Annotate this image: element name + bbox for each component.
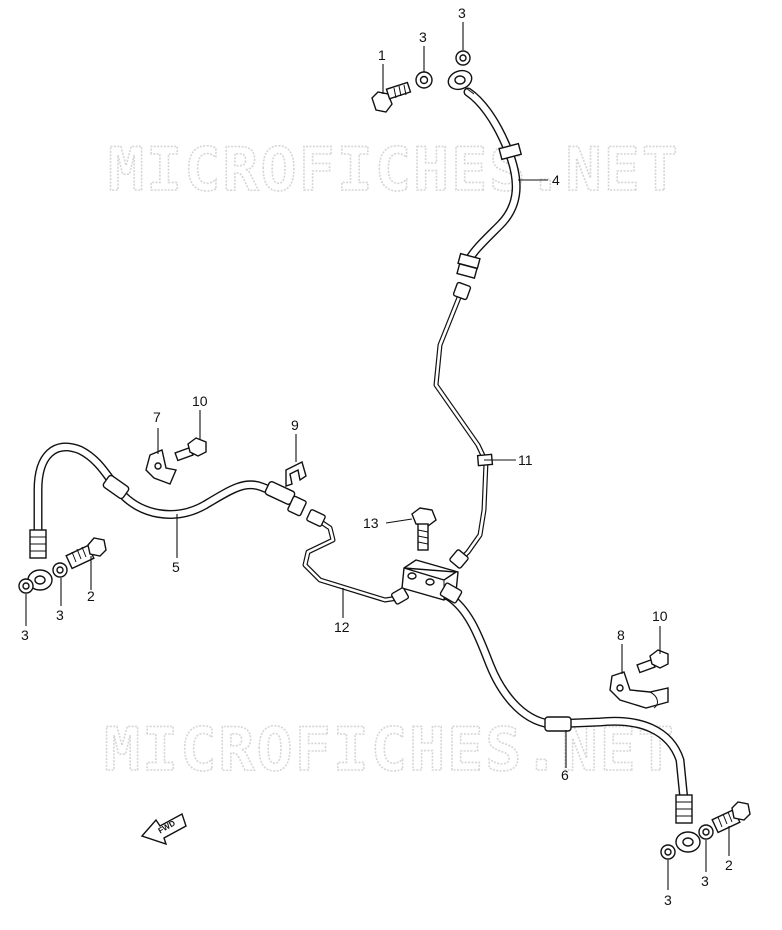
left-washer-3d xyxy=(52,562,68,578)
hose-clip-9 xyxy=(285,460,307,487)
hose-clamp-8 xyxy=(609,671,669,709)
right-brake-hose xyxy=(439,582,701,853)
watermark-top: MICROFICHES.NET xyxy=(108,135,680,205)
joint-bolt-13 xyxy=(411,507,437,551)
leader-lines xyxy=(25,22,730,890)
clamp-bolt-10a xyxy=(174,437,207,462)
callout-3: 3 xyxy=(664,892,672,908)
callout-7: 7 xyxy=(153,409,161,425)
left-brake-hose xyxy=(27,442,307,591)
callout-8: 8 xyxy=(617,627,625,643)
callout-12: 12 xyxy=(334,619,350,635)
top-washer-3a xyxy=(415,71,433,89)
callout-10: 10 xyxy=(652,608,668,624)
callout-13: 13 xyxy=(363,515,379,531)
right-washer-3e xyxy=(660,844,676,860)
left-union-bolt-2 xyxy=(65,537,107,570)
callout-3: 3 xyxy=(56,607,64,623)
hose-clamp-7 xyxy=(145,449,177,485)
top-washer-3b xyxy=(455,50,471,66)
right-union-bolt-2 xyxy=(711,801,751,834)
callout-1: 1 xyxy=(378,47,386,63)
upper-brake-hose xyxy=(447,69,523,280)
callout-3: 3 xyxy=(21,627,29,643)
callout-3: 3 xyxy=(458,5,466,21)
right-washer-3f xyxy=(698,824,714,840)
callout-2: 2 xyxy=(87,588,95,604)
callout-5: 5 xyxy=(172,559,180,575)
brake-pipe-11 xyxy=(433,281,494,569)
left-washer-3c xyxy=(18,578,34,594)
brake-pipe-12 xyxy=(302,509,410,605)
union-bolt-1 xyxy=(371,81,412,113)
callout-3: 3 xyxy=(419,29,427,45)
clamp-bolt-10b xyxy=(636,649,669,674)
callout-9: 9 xyxy=(291,417,299,433)
callout-11: 11 xyxy=(518,452,533,468)
callout-2: 2 xyxy=(725,857,733,873)
callout-6: 6 xyxy=(561,767,569,783)
forward-direction-arrow: FWD xyxy=(140,812,187,846)
callout-4: 4 xyxy=(552,172,560,188)
callout-3: 3 xyxy=(701,873,709,889)
callout-10: 10 xyxy=(192,393,208,409)
